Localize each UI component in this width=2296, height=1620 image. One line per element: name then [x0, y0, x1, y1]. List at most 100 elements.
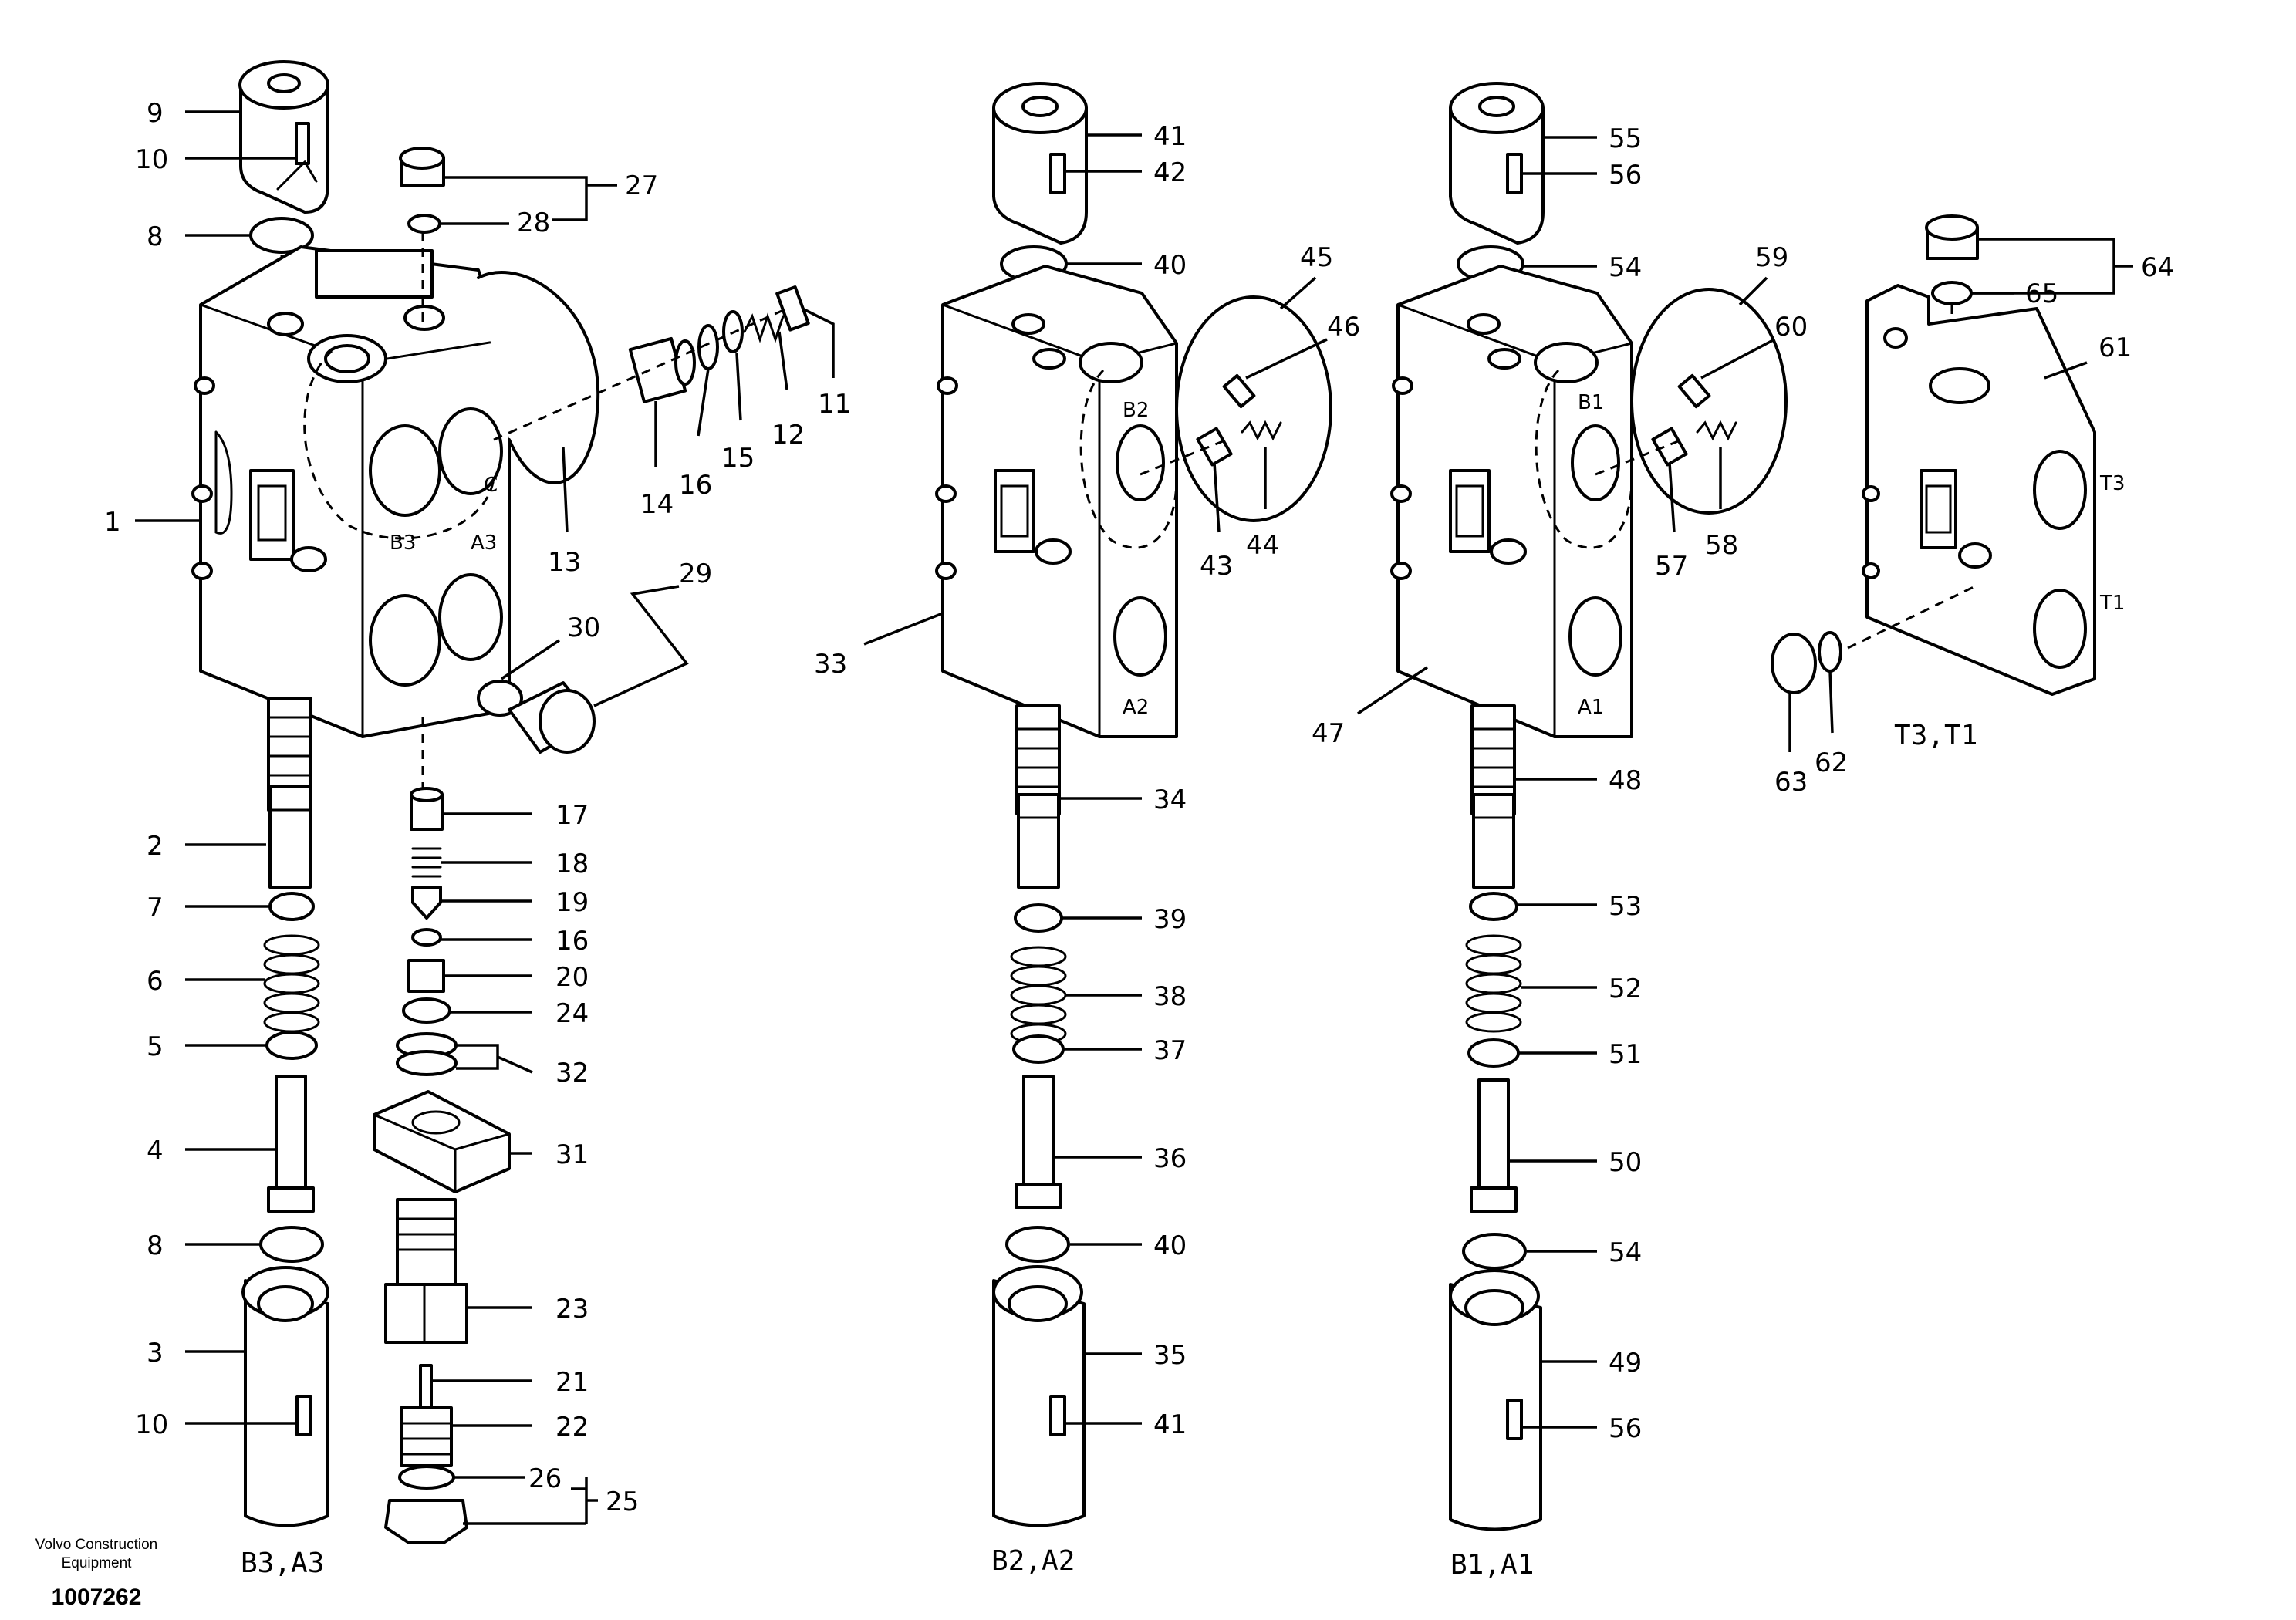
caption-b2-a2: B2,A2	[991, 1545, 1075, 1577]
callout-12: 12	[772, 420, 805, 451]
plug-27	[399, 147, 445, 324]
callout-58: 58	[1705, 530, 1738, 561]
spool-cap-top	[1449, 82, 1545, 245]
callout-22: 22	[555, 1412, 589, 1443]
callout-43: 43	[1200, 551, 1233, 582]
port-label-a1: A1	[1578, 696, 1604, 719]
stopper-4	[267, 1075, 315, 1213]
stopper-50	[1470, 1078, 1518, 1213]
callout-24: 24	[555, 998, 589, 1029]
relief-parts	[493, 285, 810, 441]
callout-56b: 56	[1609, 1413, 1642, 1444]
stopper-36	[1015, 1075, 1062, 1209]
callout-14: 14	[640, 489, 674, 520]
callout-38: 38	[1153, 981, 1187, 1012]
o-ring-62	[1818, 631, 1842, 673]
o-ring-59	[1630, 288, 1788, 515]
callout-20: 20	[555, 962, 589, 993]
callout-54b: 54	[1609, 1237, 1642, 1268]
plug-29	[477, 680, 596, 754]
callout-40: 40	[1153, 250, 1187, 281]
callout-56: 56	[1609, 160, 1642, 191]
callouts-t3-t1: 61 62 63 64 65	[1774, 238, 2174, 798]
o-ring-40-bottom	[1005, 1226, 1070, 1263]
o-ring-54-bottom	[1462, 1233, 1527, 1270]
spring-seat-37	[1012, 1034, 1065, 1064]
spool-b1	[1470, 704, 1516, 889]
callout-26: 26	[528, 1463, 562, 1494]
port-label-b2: B2	[1123, 399, 1149, 422]
callout-46: 46	[1327, 312, 1360, 343]
callout-28: 28	[517, 208, 550, 238]
callout-52: 52	[1609, 974, 1642, 1004]
callout-8b: 8	[147, 1230, 164, 1261]
callout-3: 3	[147, 1338, 164, 1369]
spool-cap-top	[238, 60, 329, 214]
cap-35	[992, 1265, 1086, 1527]
callout-63: 63	[1774, 767, 1808, 798]
cap-3	[241, 1266, 329, 1527]
spring-52	[1465, 934, 1522, 1033]
callout-10: 10	[135, 144, 168, 175]
caption-t3-t1: T3,T1	[1894, 720, 1977, 751]
callout-31: 31	[555, 1139, 589, 1170]
port-label-t3: T3	[2099, 472, 2125, 495]
callout-41b: 41	[1153, 1409, 1187, 1440]
section-b1-a1: B1 A1	[1390, 82, 1788, 1581]
callout-15: 15	[721, 443, 755, 474]
callout-53: 53	[1609, 891, 1642, 922]
callout-37: 37	[1153, 1035, 1187, 1066]
callout-2: 2	[147, 831, 164, 862]
callout-48: 48	[1609, 765, 1642, 796]
spool-cap-top	[992, 82, 1088, 245]
callout-62: 62	[1815, 748, 1848, 778]
callout-49: 49	[1609, 1348, 1642, 1379]
poppet-46	[1222, 373, 1256, 409]
spring-seat-5	[265, 1031, 318, 1060]
callout-50: 50	[1609, 1147, 1642, 1178]
end-cover-61: T3 T1	[1862, 284, 2125, 696]
callout-57: 57	[1655, 551, 1688, 582]
brand-line-2: Equipment	[62, 1555, 133, 1571]
callout-54: 54	[1609, 252, 1642, 283]
callout-23: 23	[555, 1294, 589, 1325]
callout-42: 42	[1153, 157, 1187, 188]
callout-39: 39	[1153, 904, 1187, 935]
callout-13: 13	[548, 547, 581, 578]
callout-30: 30	[567, 613, 600, 643]
document-number: 1007262	[52, 1585, 142, 1610]
plug-63	[1771, 633, 1817, 694]
port-label-b3: B3	[390, 532, 416, 555]
section-b3-a3: B3 A3 C	[191, 60, 810, 1579]
spring-seat-39	[1014, 903, 1063, 933]
port-label-c: C	[484, 474, 498, 497]
port-label-a2: A2	[1123, 696, 1149, 719]
o-ring-45	[1175, 295, 1332, 522]
callout-17: 17	[555, 800, 589, 831]
spring-seat-7	[268, 892, 315, 921]
port-label-a3: A3	[471, 532, 497, 555]
caption-b1-a1: B1,A1	[1450, 1549, 1534, 1581]
valve-body-b3: B3 A3 C	[191, 245, 511, 738]
callout-44: 44	[1246, 530, 1279, 561]
callout-6: 6	[147, 966, 164, 997]
callout-1: 1	[104, 507, 121, 538]
callout-61: 61	[2098, 332, 2132, 363]
spring-58	[1696, 420, 1737, 441]
callout-51: 51	[1609, 1039, 1642, 1070]
callout-8: 8	[147, 221, 164, 252]
callout-33: 33	[814, 649, 847, 680]
callout-25: 25	[606, 1487, 639, 1517]
spool-b2	[1015, 704, 1061, 889]
spool-b3	[267, 697, 312, 889]
callout-5: 5	[147, 1031, 164, 1062]
spring-seat-53	[1469, 892, 1518, 921]
callout-10b: 10	[135, 1409, 168, 1440]
callout-65: 65	[2025, 278, 2058, 309]
spring-38	[1010, 946, 1067, 1045]
callout-9: 9	[147, 98, 164, 129]
spring-6	[263, 934, 320, 1033]
callout-21: 21	[555, 1367, 589, 1398]
callout-60: 60	[1774, 312, 1808, 343]
port-label-b1: B1	[1578, 391, 1604, 414]
